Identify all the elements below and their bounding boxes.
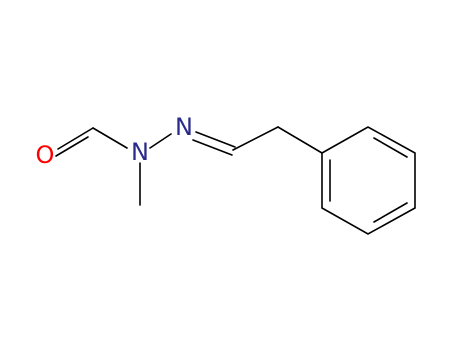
bond-formyl-c-n <box>92 127 128 149</box>
carbonyl-double-bond <box>55 127 94 157</box>
bond-n-n <box>149 133 172 149</box>
imine-double-bond <box>192 131 236 156</box>
nitrogen-amide-label: N <box>131 138 149 166</box>
bond-ch2-phenyl <box>277 126 323 154</box>
oxygen-label: O <box>36 141 55 169</box>
nitrogen-imine-label: N <box>175 113 193 141</box>
benzene-ring <box>321 126 416 235</box>
bond-ch-ch2 <box>232 126 279 151</box>
